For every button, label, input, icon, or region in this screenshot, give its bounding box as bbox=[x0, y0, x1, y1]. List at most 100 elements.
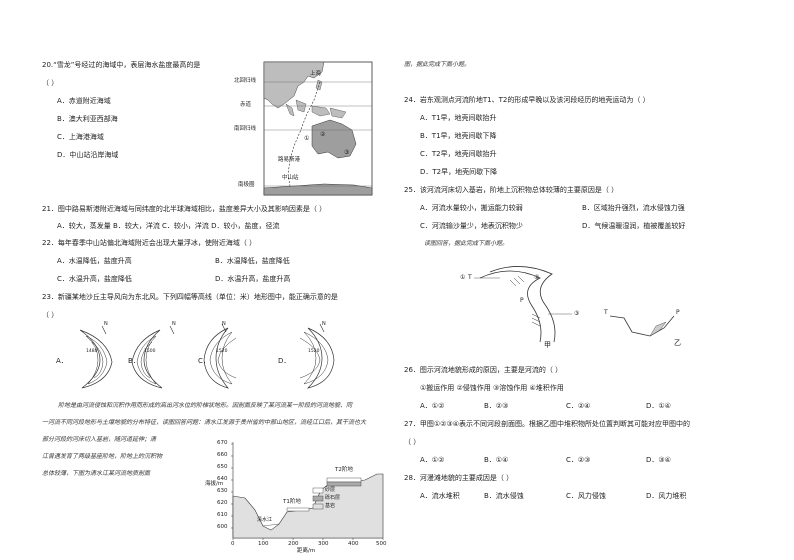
q20-stem: 20.“雪龙”号经过的海域中，表层海水盐度最高的是 bbox=[42, 61, 201, 69]
lat-label-tropic-capricorn: 南回归线 bbox=[234, 126, 257, 132]
legend-sand: 砂层 bbox=[325, 487, 336, 493]
q26-stem: 26．图示河流地貌形成的原因，主要是河流的（ ） bbox=[404, 366, 563, 374]
q28-option-a: A．流水堆积 bbox=[420, 492, 460, 500]
read-instruction: 读图回答，据此完成下面小题。 bbox=[424, 240, 509, 247]
label-river: 清水江 bbox=[257, 517, 273, 523]
river-figure-jia: ① T ② ③ P 甲 bbox=[460, 258, 590, 350]
lat-label-tropic-cancer: 北回归线 bbox=[234, 78, 257, 84]
xtick-300: 300 bbox=[318, 541, 329, 547]
dune-label-a: A． bbox=[56, 357, 68, 365]
place-zhongshan: 中山站 bbox=[282, 175, 299, 181]
q27-paren: （ ） bbox=[404, 438, 421, 446]
ytick-650: 650 bbox=[217, 464, 228, 470]
q26-option-b: B．②③ bbox=[484, 402, 509, 410]
q28-stem: 28．河漫滩地貌的主要成因是（ ） bbox=[404, 474, 514, 482]
q25-option-b: B．区域抬升强烈，流水侵蚀力强 bbox=[582, 204, 685, 212]
jia-mark-1: ① bbox=[460, 274, 466, 281]
q27-option-c: C．②③ bbox=[566, 456, 591, 464]
lat-label-antarctic-circle: 南极圈 bbox=[238, 182, 255, 188]
contour-d: 1520 bbox=[308, 349, 320, 354]
ytick-640: 640 bbox=[217, 476, 228, 482]
place-shanghai: 上海 bbox=[310, 71, 322, 77]
ytick-610: 610 bbox=[217, 512, 228, 518]
q20-option-c: C．上海港海域 bbox=[57, 133, 104, 141]
contour-a: 1480 bbox=[86, 349, 98, 354]
label-t1: T1阶地 bbox=[283, 499, 301, 505]
dune-diagrams: A． B． C． D． N N N N 1480 1500 1520 1520 bbox=[52, 322, 372, 392]
q21-options: A．较大，蒸发量 B．较大，洋流 C．较小，洋流 D．较小，盐度，径流 bbox=[57, 222, 280, 230]
passage-line-2: 一河流不同河段地形与土壤地貌的分布特征，读图回答问题：清水江发源于贵州省的中部山… bbox=[42, 419, 367, 426]
q25-option-d: D．气候温暖湿润，植被覆盖较好 bbox=[582, 222, 686, 230]
dune-label-c: C． bbox=[198, 357, 210, 365]
q23-stem: 23．新疆某地沙丘主导风向为东北风。下列四幅等高线（单位：米）地形图中，能正确示… bbox=[42, 293, 338, 301]
jia-mark-t: T bbox=[468, 274, 472, 281]
jia-mark-2: ② bbox=[534, 274, 540, 281]
dune-b bbox=[131, 325, 175, 389]
q20-option-d: D．中山站沿岸海域 bbox=[57, 151, 119, 159]
q22-option-a: A．水温降低，盐度升高 bbox=[57, 257, 132, 265]
figure-yi-label: 乙 bbox=[674, 339, 681, 347]
jia-mark-p: P bbox=[520, 297, 524, 304]
q27-option-d: D．③④ bbox=[646, 456, 671, 464]
q27-stem: 27．甲图①②③④表示不同河段剖面图。根据乙图中堆积物所处位置判断其可能对应甲图… bbox=[404, 420, 691, 428]
legend-gravel: 砾石层 bbox=[325, 495, 341, 501]
place-port-louis: 路易斯港 bbox=[278, 157, 301, 163]
q24-stem: 24．岩东观测点河流阶地T1、T2的形成早晚以及该河段经历的地壳运动为（ ） bbox=[404, 96, 650, 104]
lat-label-equator: 赤道 bbox=[240, 102, 252, 108]
q20-option-b: B．澳大利亚西部海 bbox=[57, 115, 118, 123]
q27-option-b: B．①④ bbox=[484, 456, 509, 464]
passage-line-5: 总体较薄，下图为清水江某河流地质剖面 bbox=[42, 470, 151, 477]
place-1: ① bbox=[304, 135, 310, 142]
q21-stem: 21．图中路易斯港附近海域与同纬度的北半球海域相比，盐度差异大小及其影响因素是（… bbox=[42, 205, 327, 213]
q25-stem: 25．该河流河床切入基岩，阶地上沉积物总体较薄的主要原因是（ ） bbox=[404, 186, 619, 194]
dune-d bbox=[299, 323, 335, 389]
yi-mark-p: P bbox=[676, 309, 680, 316]
dune-a bbox=[79, 325, 113, 389]
ytick-660: 660 bbox=[217, 452, 228, 458]
dune-label-b: B． bbox=[128, 357, 140, 365]
q27-option-a: A．①② bbox=[420, 456, 445, 464]
q22-stem: 22．每年春季中山站偏北海域附近会出现大量浮冰，使附近海域（ ） bbox=[42, 239, 257, 247]
river-figure-yi: T P 乙 bbox=[604, 310, 694, 350]
contour-c: 1520 bbox=[216, 349, 228, 354]
q23-paren: （ ） bbox=[42, 311, 59, 319]
jia-mark-3: ③ bbox=[574, 310, 580, 317]
xtick-200: 200 bbox=[288, 541, 299, 547]
q24-option-c: C．T2早，地壳间歇抬升 bbox=[420, 150, 497, 158]
right-cont: 图，据此完成下面小题。 bbox=[404, 61, 471, 68]
q26-option-a: A．①② bbox=[420, 402, 445, 410]
profile-ylabel: 海拔/m bbox=[205, 481, 224, 487]
q28-option-d: D．风力堆积 bbox=[646, 492, 687, 500]
north-b: N bbox=[172, 321, 176, 327]
passage-line-3: 部分河段的河床切入基岩，随河道延伸；清 bbox=[42, 436, 157, 443]
passage-line-4: 江曾遇发育了两级基座阶地，阶地上的沉积物 bbox=[42, 453, 163, 460]
ytick-620: 620 bbox=[217, 500, 228, 506]
q26-statements: ①搬运作用 ②侵蚀作用 ③溶蚀作用 ④堆积作用 bbox=[420, 384, 564, 392]
q26-option-c: C．②④ bbox=[566, 402, 591, 410]
dune-label-d: D． bbox=[278, 357, 291, 365]
q22-option-b: B．水温降低，盐度降低 bbox=[215, 257, 290, 265]
north-c: N bbox=[222, 321, 226, 327]
place-3: ③ bbox=[344, 149, 350, 156]
q24-option-b: B．T1早，地壳间歇下降 bbox=[420, 132, 497, 140]
label-t2: T2阶地 bbox=[335, 467, 353, 473]
q28-option-c: C．风力侵蚀 bbox=[566, 492, 606, 500]
profile-xlabel: 距离/m bbox=[297, 548, 316, 554]
xtick-0: 0 bbox=[231, 541, 235, 547]
q24-option-a: A．T1早，地壳间歇抬升 bbox=[420, 114, 497, 122]
xtick-400: 400 bbox=[348, 541, 359, 547]
figure-jia-label: 甲 bbox=[544, 341, 551, 349]
north-a: N bbox=[104, 321, 108, 327]
q25-option-c: C．河流输沙量少，地表沉积物少 bbox=[420, 222, 523, 230]
yi-mark-t: T bbox=[604, 309, 608, 316]
legend-bedrock: 基岩 bbox=[325, 503, 336, 509]
q28-option-b: B．流水侵蚀 bbox=[484, 492, 524, 500]
q25-option-a: A．河流水量较小，搬运能力较弱 bbox=[420, 204, 523, 212]
q22-option-c: C．水温升高，盐度降低 bbox=[57, 275, 132, 283]
place-2: ② bbox=[320, 131, 326, 138]
passage-line-1: 阶地是由河流侵蚀和沉积作用而形成的高出河水位的阶梯状地形。因剖面反映了某河流某一… bbox=[58, 402, 353, 409]
q20-paren: （ ） bbox=[42, 79, 59, 87]
ytick-600: 600 bbox=[217, 524, 228, 530]
q24-option-d: D．T2早，地壳间歇下降 bbox=[420, 168, 498, 176]
xtick-100: 100 bbox=[258, 541, 269, 547]
